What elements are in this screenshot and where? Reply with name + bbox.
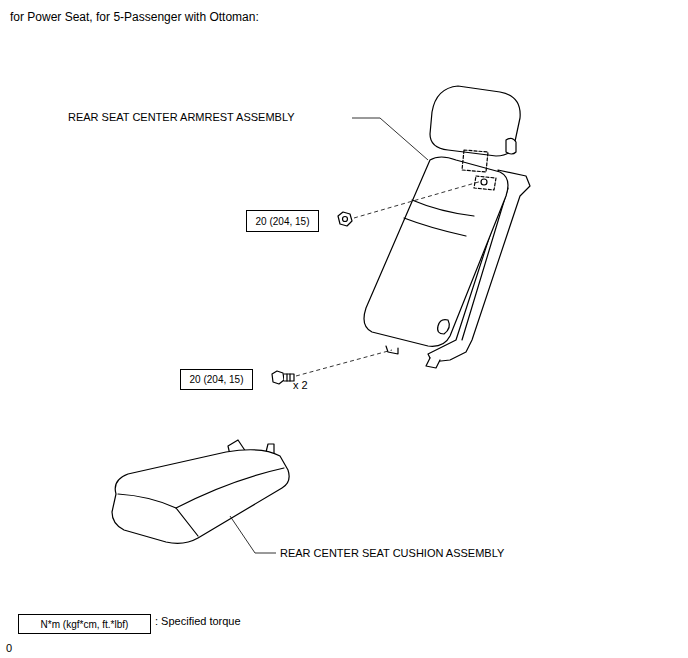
torque-box: N*m (kgf*cm, ft.*lbf) [18,614,151,634]
torque-value: 20 (204, 15) [190,374,244,385]
quantity-note: x 2 [293,379,308,392]
torque-value: 20 (204, 15) [256,216,310,227]
legend-text: : Specified torque [155,615,241,627]
torque-box: 20 (204, 15) [246,210,319,232]
part-name: REAR SEAT CENTER ARMREST ASSEMBLY [68,111,295,124]
torque-box: 20 (204, 15) [180,369,253,390]
legend-entry: : Specified torque [155,615,241,628]
part-name: REAR CENTER SEAT CUSHION ASSEMBLY [280,547,504,560]
diagram-title: for Power Seat, for 5-Passenger with Ott… [10,10,259,24]
torque-value: N*m (kgf*cm, ft.*lbf) [41,619,129,630]
page-number: 0 [6,642,12,655]
